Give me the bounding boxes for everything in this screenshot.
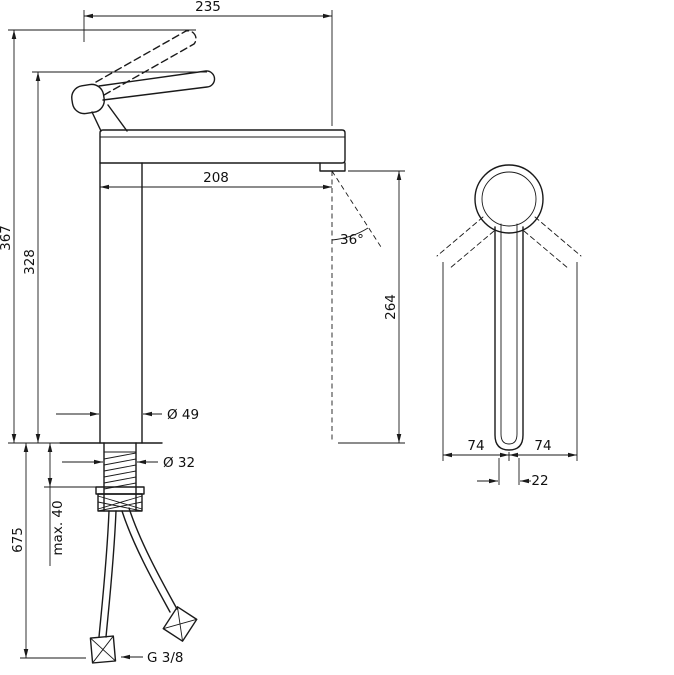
dimension-outlet-height: 264 bbox=[338, 170, 405, 444]
dim-spout-reach-label: 208 bbox=[203, 170, 229, 186]
dim-spout-width-label: 22 bbox=[531, 473, 548, 489]
dimension-max-mounting: max. 40 bbox=[44, 443, 96, 566]
dimension-total-height: 367 bbox=[0, 29, 196, 443]
water-jet-centerline: 36° bbox=[331, 170, 382, 443]
dim-column-diameter-label: Ø 49 bbox=[167, 407, 199, 423]
dimension-shank-diameter: Ø 32 bbox=[62, 455, 195, 471]
supply-hose-left bbox=[89, 510, 117, 664]
dimension-height-to-lever: 328 bbox=[22, 71, 207, 443]
mounting-nut bbox=[95, 486, 145, 512]
threaded-shank bbox=[103, 442, 137, 512]
swivel-range-left bbox=[436, 216, 495, 270]
handle-lever-raised bbox=[95, 30, 197, 96]
dimension-swing-width: 74 74 bbox=[442, 262, 578, 461]
jet-angle-arc bbox=[331, 227, 369, 241]
swivel-range-right bbox=[523, 216, 582, 270]
hose-connector-left bbox=[89, 635, 117, 664]
dim-shank-diameter-label: Ø 32 bbox=[163, 455, 195, 471]
supply-hose-right bbox=[121, 507, 198, 642]
dim-hose-length-label: 675 bbox=[10, 527, 26, 553]
dim-total-width-label: 235 bbox=[195, 0, 221, 15]
riser-column bbox=[99, 162, 143, 444]
thread-callout: G 3/8 bbox=[121, 650, 183, 666]
spout-body bbox=[99, 129, 346, 172]
dimension-total-width: 235 bbox=[83, 0, 333, 126]
spout-outlet bbox=[319, 162, 346, 172]
dim-thread-size-label: G 3/8 bbox=[147, 650, 183, 666]
hose-connector-right bbox=[162, 606, 198, 642]
handle-pivot bbox=[71, 83, 128, 132]
lever-top-view bbox=[494, 223, 524, 451]
dim-jet-angle-label: 36° bbox=[340, 232, 364, 248]
spout-top-circle bbox=[474, 164, 544, 234]
dim-outlet-height-label: 264 bbox=[383, 294, 399, 320]
dim-total-height-label: 367 bbox=[0, 225, 14, 251]
faucet-side-view: 235 367 328 bbox=[0, 0, 405, 666]
dimension-column-diameter: Ø 49 bbox=[56, 407, 199, 423]
dim-swing-right-label: 74 bbox=[534, 438, 551, 454]
handle-lever bbox=[98, 70, 216, 101]
dim-max-mounting-label: max. 40 bbox=[50, 500, 66, 555]
dimension-hose-length: 675 bbox=[10, 443, 86, 659]
dim-swing-left-label: 74 bbox=[467, 438, 484, 454]
faucet-top-view: 74 74 22 bbox=[436, 164, 582, 489]
dimension-spout-reach: 208 bbox=[100, 170, 332, 190]
dim-height-to-lever-label: 328 bbox=[22, 249, 38, 275]
dimension-spout-width: 22 bbox=[477, 458, 549, 489]
